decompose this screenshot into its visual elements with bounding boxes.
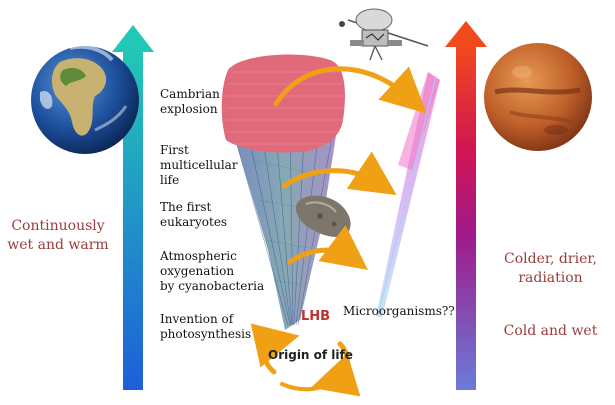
milestone-first-multicellular-life: First multicellular life <box>160 143 270 188</box>
left-gradient-arrow <box>112 25 154 390</box>
transfer-arrow-eukaryotes <box>287 225 369 270</box>
spacecraft-icon <box>339 8 429 61</box>
lhb-label: LHB <box>301 309 331 324</box>
milestone-label: Invention of photosynthesis <box>160 312 252 341</box>
left-caption-wet-warm: Continuously wet and warm <box>2 217 114 255</box>
origin-of-life-label: Origin of life <box>268 348 353 362</box>
milestone-label: The first eukaryotes <box>160 200 228 229</box>
right-caption-colder-drier: Colder, drier, radiation <box>488 250 613 288</box>
mars-globe-icon <box>484 43 592 151</box>
right-caption-upper-text: Colder, drier, radiation <box>504 251 597 286</box>
right-caption-cold-wet: Cold and wet <box>488 322 613 341</box>
right-caption-lower-text: Cold and wet <box>503 323 598 339</box>
milestone-first-eukaryotes: The first eukaryotes <box>160 200 270 230</box>
milestone-label: First multicellular life <box>160 143 238 187</box>
milestone-atmospheric-oxygenation: Atmospheric oxygenation by cyanobacteria <box>160 249 280 294</box>
transfer-arrow-multicellular <box>281 151 397 196</box>
mars-life-fan <box>376 72 440 318</box>
microorganisms-label: Microorganisms?? <box>343 304 455 318</box>
right-gradient-arrow <box>445 21 487 390</box>
transfer-arrow-cambrian <box>273 66 427 114</box>
milestone-label: Atmospheric oxygenation by cyanobacteria <box>160 249 265 293</box>
milestone-label: Cambrian explosion <box>160 87 220 116</box>
earth-globe-icon <box>31 44 139 154</box>
transfer-arrows <box>273 66 427 270</box>
origin-exchange-arrows <box>250 323 361 397</box>
milestone-cambrian-explosion: Cambrian explosion <box>160 87 270 117</box>
milestone-invention-of-photosynthesis: Invention of photosynthesis <box>160 312 270 342</box>
left-caption-text: Continuously wet and warm <box>7 218 109 253</box>
